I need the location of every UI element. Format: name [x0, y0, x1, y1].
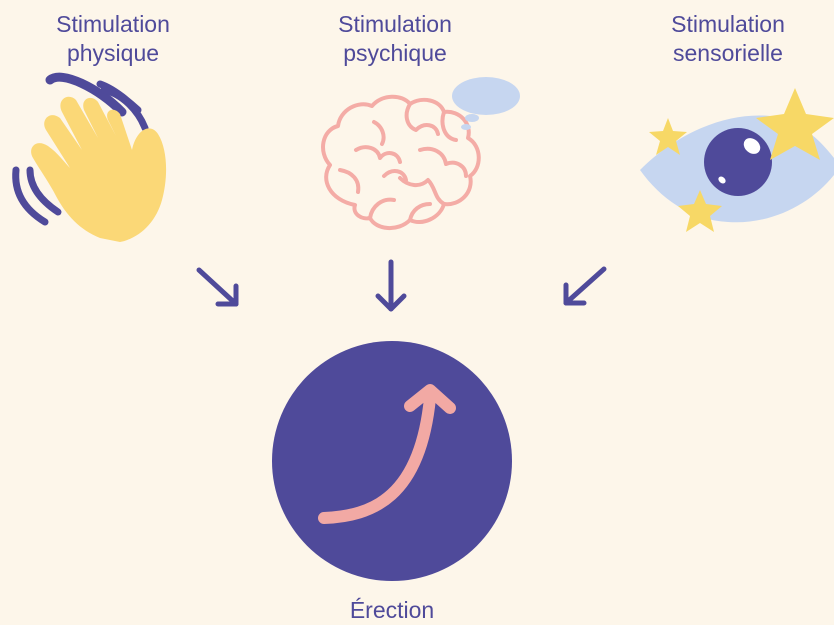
erection-circle-icon	[272, 341, 512, 581]
arrow-down-left-icon	[563, 266, 607, 306]
label-line1: Stimulation	[338, 11, 452, 37]
label-stimulation-sensorielle: Stimulation sensorielle	[648, 10, 808, 68]
label-erection: Érection	[322, 596, 462, 625]
label-line2: psychique	[343, 40, 447, 66]
label-line2: sensorielle	[673, 40, 783, 66]
hand-wave-icon	[12, 72, 167, 242]
label-stimulation-physique: Stimulation physique	[33, 10, 193, 68]
result-label: Érection	[349, 597, 435, 623]
arrow-down-right-icon	[196, 267, 239, 307]
arrow-down-icon	[375, 259, 407, 312]
label-stimulation-psychique: Stimulation psychique	[315, 10, 475, 68]
rising-curve-arrow-icon	[318, 392, 436, 524]
label-line2: physique	[66, 40, 160, 66]
label-line1: Stimulation	[56, 11, 170, 37]
label-line1: Stimulation	[671, 11, 785, 37]
brain-icon	[321, 94, 481, 230]
star-icon	[649, 88, 834, 232]
thought-bubble-icon	[452, 77, 520, 130]
